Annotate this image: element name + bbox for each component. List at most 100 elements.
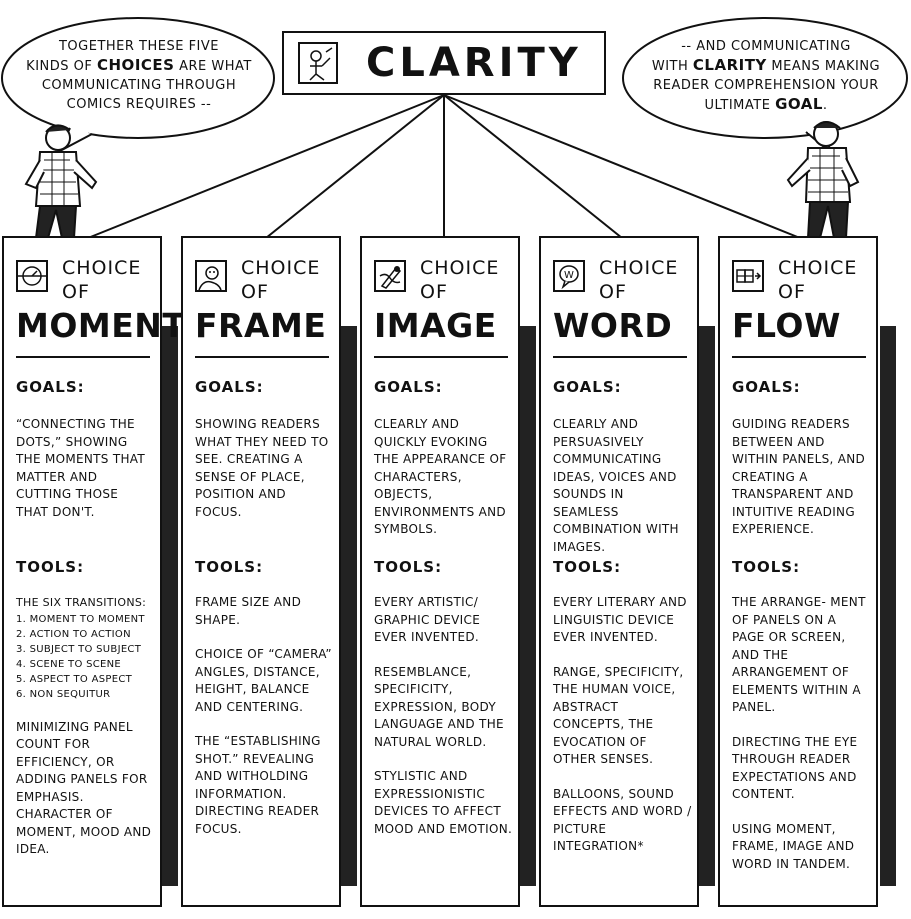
- choice-word: CHOICE: [420, 257, 500, 279]
- tools-paragraph: THE ARRANGE- MENT OF PANELS ON A PAGE OR…: [732, 595, 866, 714]
- right-bubble-goal-bold: GOAL: [775, 95, 823, 113]
- goals-text: “CONNECTING THE DOTS,” SHOWING THE MOMEN…: [16, 417, 145, 519]
- connector-lines: [87, 94, 801, 239]
- left-narrator-figure-icon: [24, 124, 98, 239]
- drawing-hand-icon: [374, 260, 406, 292]
- transition-item: 6. NON SEQUITUR: [16, 688, 111, 700]
- left-bubble-line2-pre: KINDS OF: [26, 59, 97, 74]
- tools-text: EVERY LITERARY AND LINGUISTIC DEVICE EVE…: [553, 594, 693, 873]
- goals-heading: GOALS:: [195, 378, 264, 396]
- column-title: WORD: [553, 306, 673, 345]
- of-word: OF: [599, 281, 627, 303]
- of-word: OF: [241, 281, 269, 303]
- tools-paragraph: FRAME SIZE AND SHAPE.: [195, 595, 302, 627]
- svg-text:W: W: [564, 270, 574, 281]
- character-frame-icon: [195, 260, 227, 292]
- right-bubble-line4-pre: ULTIMATE: [704, 98, 776, 113]
- right-bubble-text: -- AND COMMUNICATING WITH CLARITY MEANS …: [632, 37, 900, 115]
- tools-heading: TOOLS:: [553, 558, 622, 576]
- goals-heading: GOALS:: [732, 378, 801, 396]
- tools-heading: TOOLS:: [732, 558, 801, 576]
- of-word: OF: [62, 281, 90, 303]
- column-shadow: [341, 326, 357, 886]
- transitions-list: 1. MOMENT TO MOMENT 2. ACTION TO ACTION …: [16, 612, 156, 702]
- clarity-figure-icon: [298, 42, 338, 84]
- right-bubble-line2-pre: WITH: [651, 59, 693, 74]
- tools-paragraph: CHOICE OF “CAMERA” ANGLES, DISTANCE, HEI…: [195, 647, 332, 714]
- tools-text: THE ARRANGE- MENT OF PANELS ON A PAGE OR…: [732, 594, 872, 890]
- right-bubble-line3: READER COMPREHENSION YOUR: [653, 78, 879, 93]
- tools-paragraph: MINIMIZING PANEL COUNT FOR EFFICIENCY, O…: [16, 719, 152, 857]
- tools-heading: TOOLS:: [16, 558, 85, 576]
- tools-text: EVERY ARTISTIC/ GRAPHIC DEVICE EVER INVE…: [374, 594, 514, 855]
- tools-paragraph: DIRECTING THE EYE THROUGH READER EXPECTA…: [732, 734, 858, 802]
- choice-word: CHOICE: [599, 257, 679, 279]
- right-bubble-line4-post: .: [822, 98, 828, 113]
- tools-text: FRAME SIZE AND SHAPE. CHOICE OF “CAMERA”…: [195, 594, 335, 855]
- column-shadow: [699, 326, 715, 886]
- choice-word: CHOICE: [241, 257, 321, 279]
- tools-paragraph: USING MOMENT, FRAME, IMAGE AND WORD IN T…: [732, 821, 855, 871]
- transition-item: 5. ASPECT TO ASPECT: [16, 673, 133, 685]
- tools-paragraph: EVERY LITERARY AND LINGUISTIC DEVICE EVE…: [553, 595, 687, 644]
- goals-text: SHOWING READERS WHAT THEY NEED TO SEE. C…: [195, 417, 329, 519]
- left-bubble-line3: COMMUNICATING THROUGH: [41, 78, 237, 93]
- tools-paragraph: EVERY ARTISTIC/ GRAPHIC DEVICE EVER INVE…: [374, 595, 481, 644]
- column-shadow: [880, 326, 896, 886]
- choice-word: CHOICE: [62, 257, 142, 279]
- left-bubble-line2-post: ARE WHAT: [174, 59, 252, 74]
- clarity-title-box: CLARITY: [282, 31, 606, 95]
- tools-paragraph: BALLOONS, SOUND EFFECTS AND WORD / PICTU…: [553, 786, 692, 854]
- tools-paragraph: RANGE, SPECIFICITY, THE HUMAN VOICE, ABS…: [553, 664, 684, 767]
- transition-item: 1. MOMENT TO MOMENT: [16, 613, 145, 625]
- right-bubble-line2: WITH CLARITY MEANS MAKING: [632, 56, 900, 76]
- transition-item: 3. SUBJECT TO SUBJECT: [16, 643, 142, 655]
- goals-text: CLEARLY AND QUICKLY EVOKING THE APPEARAN…: [374, 417, 507, 536]
- of-word: OF: [420, 281, 448, 303]
- transition-item: 2. ACTION TO ACTION: [16, 628, 131, 640]
- left-bubble-line4: COMICS REQUIRES --: [66, 97, 212, 112]
- column-shadow: [162, 326, 178, 886]
- title-divider: [16, 356, 150, 358]
- left-bubble-line2: KINDS OF CHOICES ARE WHAT: [14, 56, 264, 76]
- column-title: IMAGE: [374, 306, 497, 345]
- goals-heading: GOALS:: [553, 378, 622, 396]
- tools-text: THE SIX TRANSITIONS: 1. MOMENT TO MOMENT…: [16, 594, 156, 876]
- left-bubble-text: TOGETHER THESE FIVE KINDS OF CHOICES ARE…: [14, 37, 264, 114]
- goals-text: GUIDING READERS BETWEEN AND WITHIN PANEL…: [732, 417, 866, 536]
- goals-heading: GOALS:: [16, 378, 85, 396]
- goals-text: CLEARLY AND PERSUASIVELY COMMUNICATING I…: [553, 417, 679, 554]
- column-title: FLOW: [732, 306, 841, 345]
- column-title: MOMENT: [16, 306, 186, 345]
- of-word: OF: [778, 281, 806, 303]
- column-shadow: [520, 326, 536, 886]
- word-balloon-icon: W: [553, 260, 585, 292]
- goals-heading: GOALS:: [374, 378, 443, 396]
- tools-heading: TOOLS:: [374, 558, 443, 576]
- right-bubble-line4: ULTIMATE GOAL.: [632, 95, 900, 115]
- left-bubble-choices-bold: CHOICES: [97, 56, 175, 74]
- transitions-heading: THE SIX TRANSITIONS:: [16, 596, 147, 609]
- right-bubble-line1: -- AND COMMUNICATING: [681, 39, 851, 54]
- title-divider: [553, 356, 687, 358]
- tools-heading: TOOLS:: [195, 558, 264, 576]
- right-bubble-clarity-bold: CLARITY: [692, 56, 767, 74]
- page-title: CLARITY: [366, 40, 582, 86]
- right-narrator-figure-icon: [786, 121, 860, 239]
- tools-paragraph: STYLISTIC AND EXPRESSIONISTIC DEVICES TO…: [374, 769, 513, 836]
- panel-flow-icon: [732, 260, 764, 292]
- choice-word: CHOICE: [778, 257, 858, 279]
- column-title: FRAME: [195, 306, 327, 345]
- clock-icon: [14, 260, 50, 292]
- left-bubble-line1: TOGETHER THESE FIVE: [58, 39, 219, 54]
- left-speech-bubble: [1, 17, 275, 155]
- title-divider: [374, 356, 508, 358]
